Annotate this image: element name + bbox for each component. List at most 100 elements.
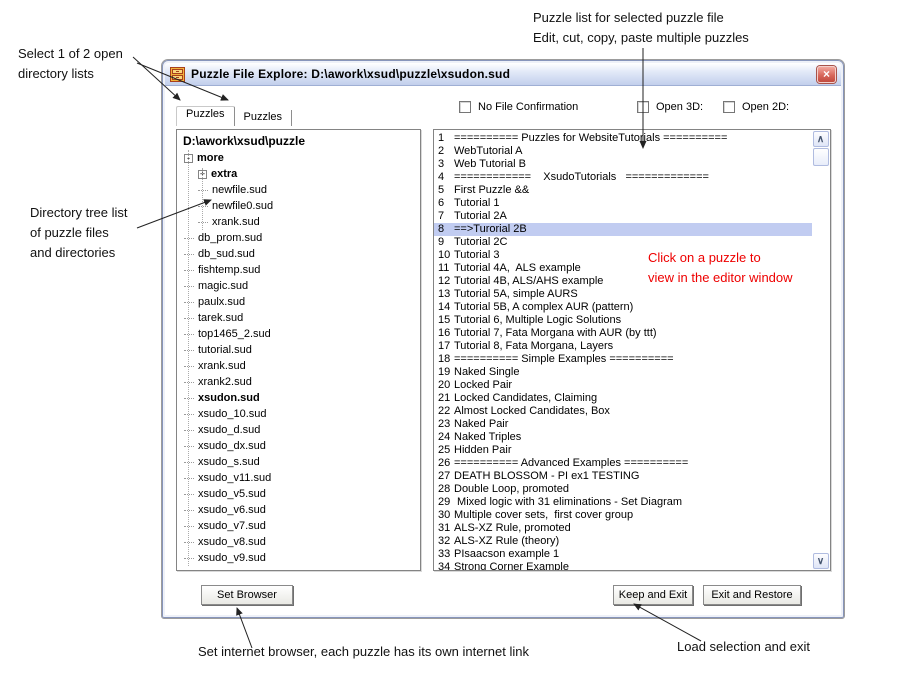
exit-and-restore-button[interactable]: Exit and Restore: [703, 585, 801, 605]
puzzle-list-item[interactable]: 4============ XsudoTutorials ===========…: [434, 171, 812, 184]
scroll-down-button[interactable]: ∨: [812, 553, 829, 569]
set-browser-button[interactable]: Set Browser: [201, 585, 293, 605]
tree-item[interactable]: xsudo_s.sud: [177, 454, 420, 470]
tree-item[interactable]: xsudo_v7.sud: [177, 518, 420, 534]
puzzle-number: 29: [438, 496, 451, 508]
close-icon: ×: [822, 67, 830, 81]
keep-and-exit-button[interactable]: Keep and Exit: [613, 585, 693, 605]
puzzle-number: 30: [438, 509, 451, 521]
puzzle-list-panel[interactable]: 1========== Puzzles for WebsiteTutorials…: [433, 129, 831, 571]
puzzle-list-item[interactable]: 8==>Turorial 2B: [434, 223, 812, 236]
editor-hint-line: Click on a puzzle to: [648, 250, 761, 265]
tree-item[interactable]: magic.sud: [177, 278, 420, 294]
scroll-up-button[interactable]: ∧: [812, 131, 829, 147]
tree-connector: [184, 541, 194, 543]
puzzle-number: 19: [438, 366, 451, 378]
tree-item[interactable]: xrank.sud: [177, 214, 420, 230]
puzzle-number: 18: [438, 353, 451, 365]
tree-item[interactable]: xrank.sud: [177, 358, 420, 374]
puzzle-list-item[interactable]: 18========== Simple Examples ==========: [434, 353, 812, 366]
puzzle-number: 2: [438, 145, 445, 157]
puzzle-number: 28: [438, 483, 451, 495]
puzzle-list-item[interactable]: 1========== Puzzles for WebsiteTutorials…: [434, 132, 812, 145]
tree-item[interactable]: fishtemp.sud: [177, 262, 420, 278]
tree-item[interactable]: xsudo_v5.sud: [177, 486, 420, 502]
close-button[interactable]: ×: [817, 66, 836, 83]
puzzle-title: ALS-XZ Rule (theory): [454, 535, 560, 547]
list-scrollbar[interactable]: ∧ ∨: [812, 131, 829, 569]
no-file-confirmation-label: No File Confirmation: [478, 101, 579, 113]
tree-item[interactable]: xsudo_10.sud: [177, 406, 420, 422]
open-2d-checkbox[interactable]: [723, 101, 735, 113]
puzzle-title: Tutorial 8, Fata Morgana, Layers: [454, 340, 614, 352]
puzzle-number: 3: [438, 158, 445, 170]
puzzle-title: Tutorial 5B, A complex AUR (pattern): [454, 301, 634, 313]
tree-item[interactable]: db_sud.sud: [177, 246, 420, 262]
no-file-confirmation-checkbox[interactable]: [459, 101, 471, 113]
tree-item[interactable]: xsudon.sud: [177, 390, 420, 406]
tree-item[interactable]: newfile.sud: [177, 182, 420, 198]
tab-puzzles-2[interactable]: Puzzles: [235, 110, 293, 126]
tree-root-path[interactable]: D:\awork\xsud\puzzle: [183, 134, 306, 148]
puzzle-list-item[interactable]: 26========== Advanced Examples =========…: [434, 457, 812, 470]
tree-item-label: db_prom.sud: [198, 232, 263, 244]
open-2d-label: Open 2D:: [742, 101, 790, 113]
tree-item-label: extra: [211, 168, 238, 180]
tree-item[interactable]: +extra: [177, 166, 420, 182]
tree-item[interactable]: newfile0.sud: [177, 198, 420, 214]
tree-item[interactable]: xsudo_v6.sud: [177, 502, 420, 518]
tree-item[interactable]: xrank2.sud: [177, 374, 420, 390]
tree-item[interactable]: tarek.sud: [177, 310, 420, 326]
tree-item[interactable]: xsudo_d.sud: [177, 422, 420, 438]
tree-item[interactable]: paulx.sud: [177, 294, 420, 310]
tree-item[interactable]: xsudo_v8.sud: [177, 534, 420, 550]
tree-connector: [184, 333, 194, 335]
tree-item[interactable]: xsudo_dx.sud: [177, 438, 420, 454]
tab-strip: Puzzles Puzzles: [176, 104, 293, 126]
tree-item[interactable]: xsudo_v9.sud: [177, 550, 420, 566]
title-bar[interactable]: Puzzle File Explore: D:\awork\xsud\puzzl…: [165, 63, 841, 86]
tree-item[interactable]: top1465_2.sud: [177, 326, 420, 342]
tree-item[interactable]: -more: [177, 150, 420, 166]
puzzle-list-item[interactable]: 29 Mixed logic with 31 eliminations - Se…: [434, 496, 812, 509]
tree-item[interactable]: xsudo_v11.sud: [177, 470, 420, 486]
puzzle-number: 7: [438, 210, 445, 222]
open-3d-checkbox[interactable]: [637, 101, 649, 113]
tab-puzzles-1[interactable]: Puzzles: [176, 106, 235, 126]
puzzle-number: 33: [438, 548, 451, 560]
tree-item[interactable]: tutorial.sud: [177, 342, 420, 358]
tree-connector: [198, 205, 208, 207]
puzzle-title: Tutorial 5A, simple AURS: [454, 288, 578, 300]
scrollbar-thumb[interactable]: [812, 148, 829, 166]
tree-item[interactable]: db_prom.sud: [177, 230, 420, 246]
